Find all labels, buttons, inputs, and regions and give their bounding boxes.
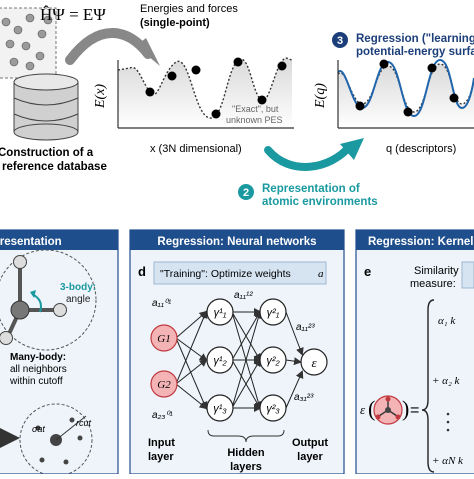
mid-panel-letter: d — [138, 264, 146, 279]
neural-network-panel: Regression: Neural networks d "Training"… — [129, 229, 345, 475]
exact-line2: unknown PES — [226, 115, 283, 125]
left-axis-y: E(x) — [93, 84, 108, 109]
step2-line1: Representation of — [262, 183, 360, 195]
teal-arrow-head — [340, 138, 364, 160]
hidden-layers-label-1: Hidden — [227, 447, 265, 459]
paren-close: ) — [402, 396, 409, 421]
output-node — [300, 348, 328, 376]
hidden1-node — [206, 298, 234, 326]
input-node-g1-label: G1 — [157, 333, 170, 345]
db-caption-line1: Construction of a — [0, 147, 94, 159]
training-label: "Training": Optimize weights — [160, 268, 291, 280]
input-node-g1 — [150, 324, 178, 352]
three-body-sublabel: angle — [66, 294, 91, 305]
input-node-g2 — [150, 370, 178, 398]
hidden-node-label: γ²₁ — [267, 307, 280, 319]
energies-line2: (single-point) — [140, 17, 210, 29]
weight-top-mid: a₁₁¹² — [234, 290, 253, 301]
hidden-node-label: γ²₂ — [266, 355, 280, 367]
many-body-line3: within cutoff — [9, 376, 63, 387]
step3-badge — [332, 32, 348, 48]
many-body-label: Many-body: — [10, 352, 66, 363]
weight-top-left: a₁₁⁰¹ — [152, 298, 172, 309]
rcut-label: rcut — [76, 418, 92, 428]
hidden-node-label: γ¹₁ — [214, 307, 227, 319]
kernel-term-2: + α₂ k — [432, 375, 461, 387]
mid-panel-header: Regression: Neural networks — [157, 236, 316, 248]
training-var: a — [318, 268, 324, 280]
exact-line1: "Exact", but — [232, 104, 279, 114]
hidden-layers-label-2: layers — [230, 461, 262, 473]
similarity-line2: measure: — [410, 278, 456, 290]
energies-line1: Energies and forces — [140, 3, 238, 15]
output-layer-label-2: layer — [297, 451, 323, 463]
left-axis-x: x (3N dimensional) — [150, 143, 242, 155]
step2-badge — [238, 184, 254, 200]
hidden-node-label: γ¹₃ — [213, 403, 227, 415]
step3-badge-number: 3 — [337, 35, 343, 47]
hidden1-node — [206, 394, 234, 422]
output-layer-label-1: Output — [292, 437, 328, 449]
step2-line2: atomic environments — [262, 196, 378, 208]
database-icon — [13, 73, 79, 141]
similarity-line1: Similarity — [414, 265, 459, 277]
db-caption-line2: reference database — [2, 161, 107, 173]
representation-panel: Representation 3-body: angle Many-body: … — [0, 229, 119, 477]
step3-line2: potential-energy surface — [356, 46, 474, 58]
three-body-label: 3-body: — [60, 282, 96, 293]
hidden2-node — [259, 346, 287, 374]
weight-bottom-right: a₃₁²³ — [294, 392, 314, 403]
kernel-equals: = — [410, 402, 419, 419]
weight-top-right: a₁₁²³ — [296, 322, 315, 333]
sigma-label: σat — [32, 424, 45, 434]
many-body-line2: all neighbors — [10, 364, 67, 375]
right-panel-letter: e — [364, 264, 371, 279]
atom-cluster — [0, 7, 57, 79]
left-panel-header: Representation — [0, 236, 62, 248]
kernel-panel: Regression: Kernel methods e Similarity … — [355, 229, 474, 475]
right-panel-header: Regression: Kernel methods — [368, 236, 474, 248]
hidden2-node — [259, 298, 287, 326]
hidden-node-label: γ¹₂ — [213, 355, 227, 367]
left-pes-plot — [117, 57, 294, 129]
curved-arrow — [65, 28, 153, 65]
paren-open: ( — [368, 396, 375, 421]
step2-badge-number: 2 — [243, 187, 249, 199]
input-layer-label-1: Input — [148, 437, 175, 449]
step3-line1: Regression ("learning") — [356, 33, 474, 45]
curved-arrow-head — [136, 38, 160, 66]
kernel-term-n: + αN k — [432, 455, 464, 467]
right-axis-x: q (descriptors) — [386, 143, 456, 155]
hidden1-node — [206, 346, 234, 374]
kernel-term-1: α₁ k — [438, 315, 456, 327]
output-node-label: ε — [311, 355, 317, 370]
hamiltonian-equation: ĤΨ = EΨ — [40, 5, 106, 24]
weight-bottom-left: a₂₃⁰¹ — [152, 410, 173, 421]
teal-arrow — [264, 142, 354, 171]
kernel-epsilon: ε — [360, 402, 366, 417]
right-pes-plot — [337, 58, 474, 129]
input-layer-label-2: layer — [148, 451, 174, 463]
hidden-node-label: γ²₃ — [266, 403, 280, 415]
right-axis-y: E(q) — [313, 83, 328, 109]
hidden2-node — [259, 394, 287, 422]
input-node-g2-label: G2 — [157, 379, 171, 391]
